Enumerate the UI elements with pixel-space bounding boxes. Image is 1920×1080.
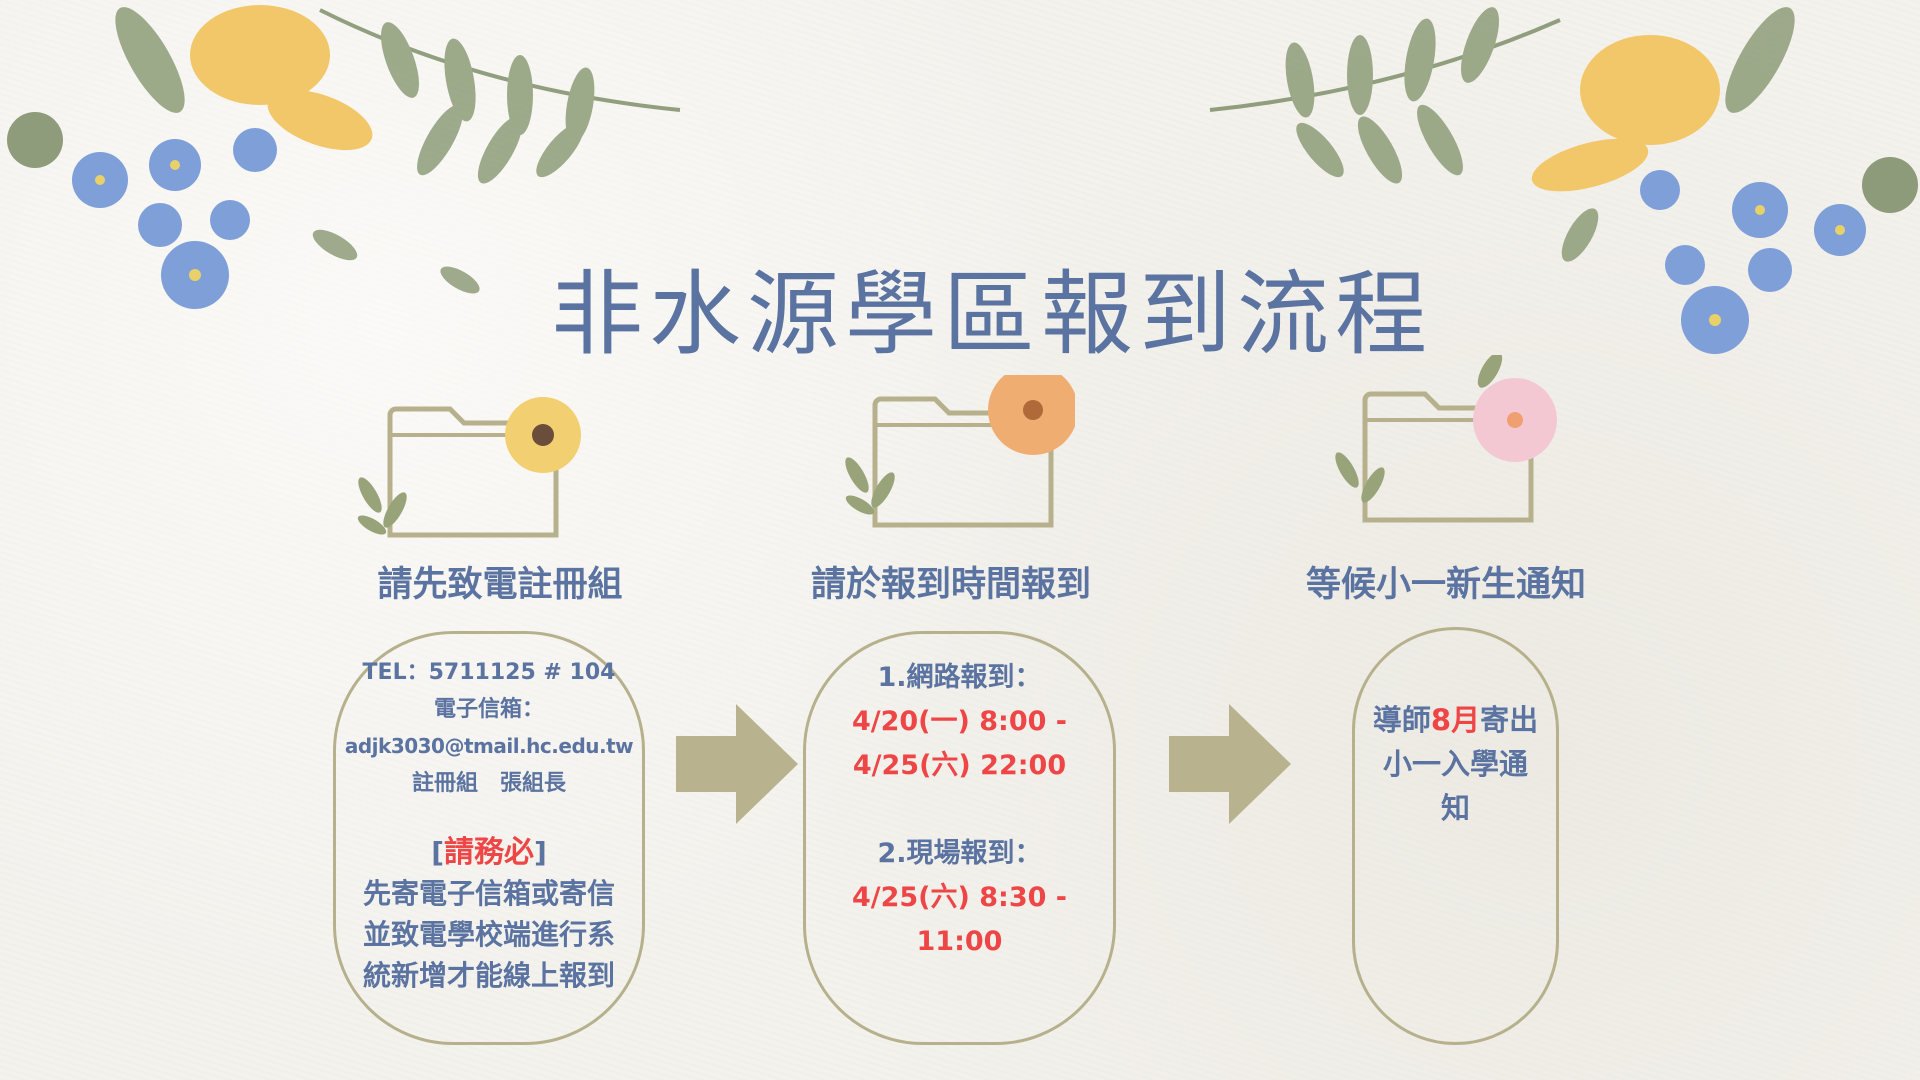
floral-corner-right-icon: [1209, 7, 1918, 354]
floral-corner-left-icon: [7, 5, 681, 309]
step-heading: 請先致電註冊組: [377, 565, 623, 605]
onsite-label: 2.現場報到：: [877, 838, 1042, 869]
online-time: 4/20(一) 8:00 -: [851, 706, 1068, 737]
notice-line: 先寄電子信箱或寄信: [362, 877, 615, 910]
tel-text: TEL：5711125 # 104: [362, 660, 616, 685]
folder-flower-icon: [357, 397, 581, 538]
notice-line: 知: [1440, 791, 1470, 825]
arrow-right-icon: [676, 704, 798, 824]
step-1-box: TEL：5711125 # 104 電子信箱： adjk3030@tmail.h…: [333, 631, 645, 1045]
folder-flower-icon: [1335, 355, 1557, 523]
step-heading: 等候小一新生通知: [1305, 565, 1586, 605]
page-title: 非水源學區報到流程: [550, 261, 1433, 368]
onsite-time: 4/25(六) 8:30 - 11:00: [851, 882, 1068, 957]
step-3-box: 導師8月寄出 小一入學通 知: [1352, 627, 1559, 1045]
notice-line: 小一入學通: [1382, 747, 1528, 781]
step-heading: 請於報到時間報到: [810, 565, 1091, 605]
online-label: 1.網路報到：: [877, 662, 1042, 693]
contact-name: 註冊組 張組長: [411, 771, 566, 796]
step-2-box: 1.網路報到： 4/20(一) 8:00 - 4/25(六) 22:00 2.現…: [803, 631, 1116, 1045]
email-label: 電子信箱：: [433, 697, 544, 722]
online-time: 4/25(六) 22:00: [852, 750, 1067, 781]
folder-flower-icon: [845, 375, 1075, 528]
email-text: adjk3030@tmail.hc.edu.tw: [344, 734, 634, 758]
arrow-right-icon: [1169, 704, 1291, 824]
notice-line: 並致電學校端進行系: [362, 918, 615, 951]
notice-line: 統新增才能線上報到: [362, 959, 615, 992]
notice-line: 導師8月寄出: [1372, 703, 1539, 737]
notice-heading: [請務必]: [431, 835, 547, 870]
